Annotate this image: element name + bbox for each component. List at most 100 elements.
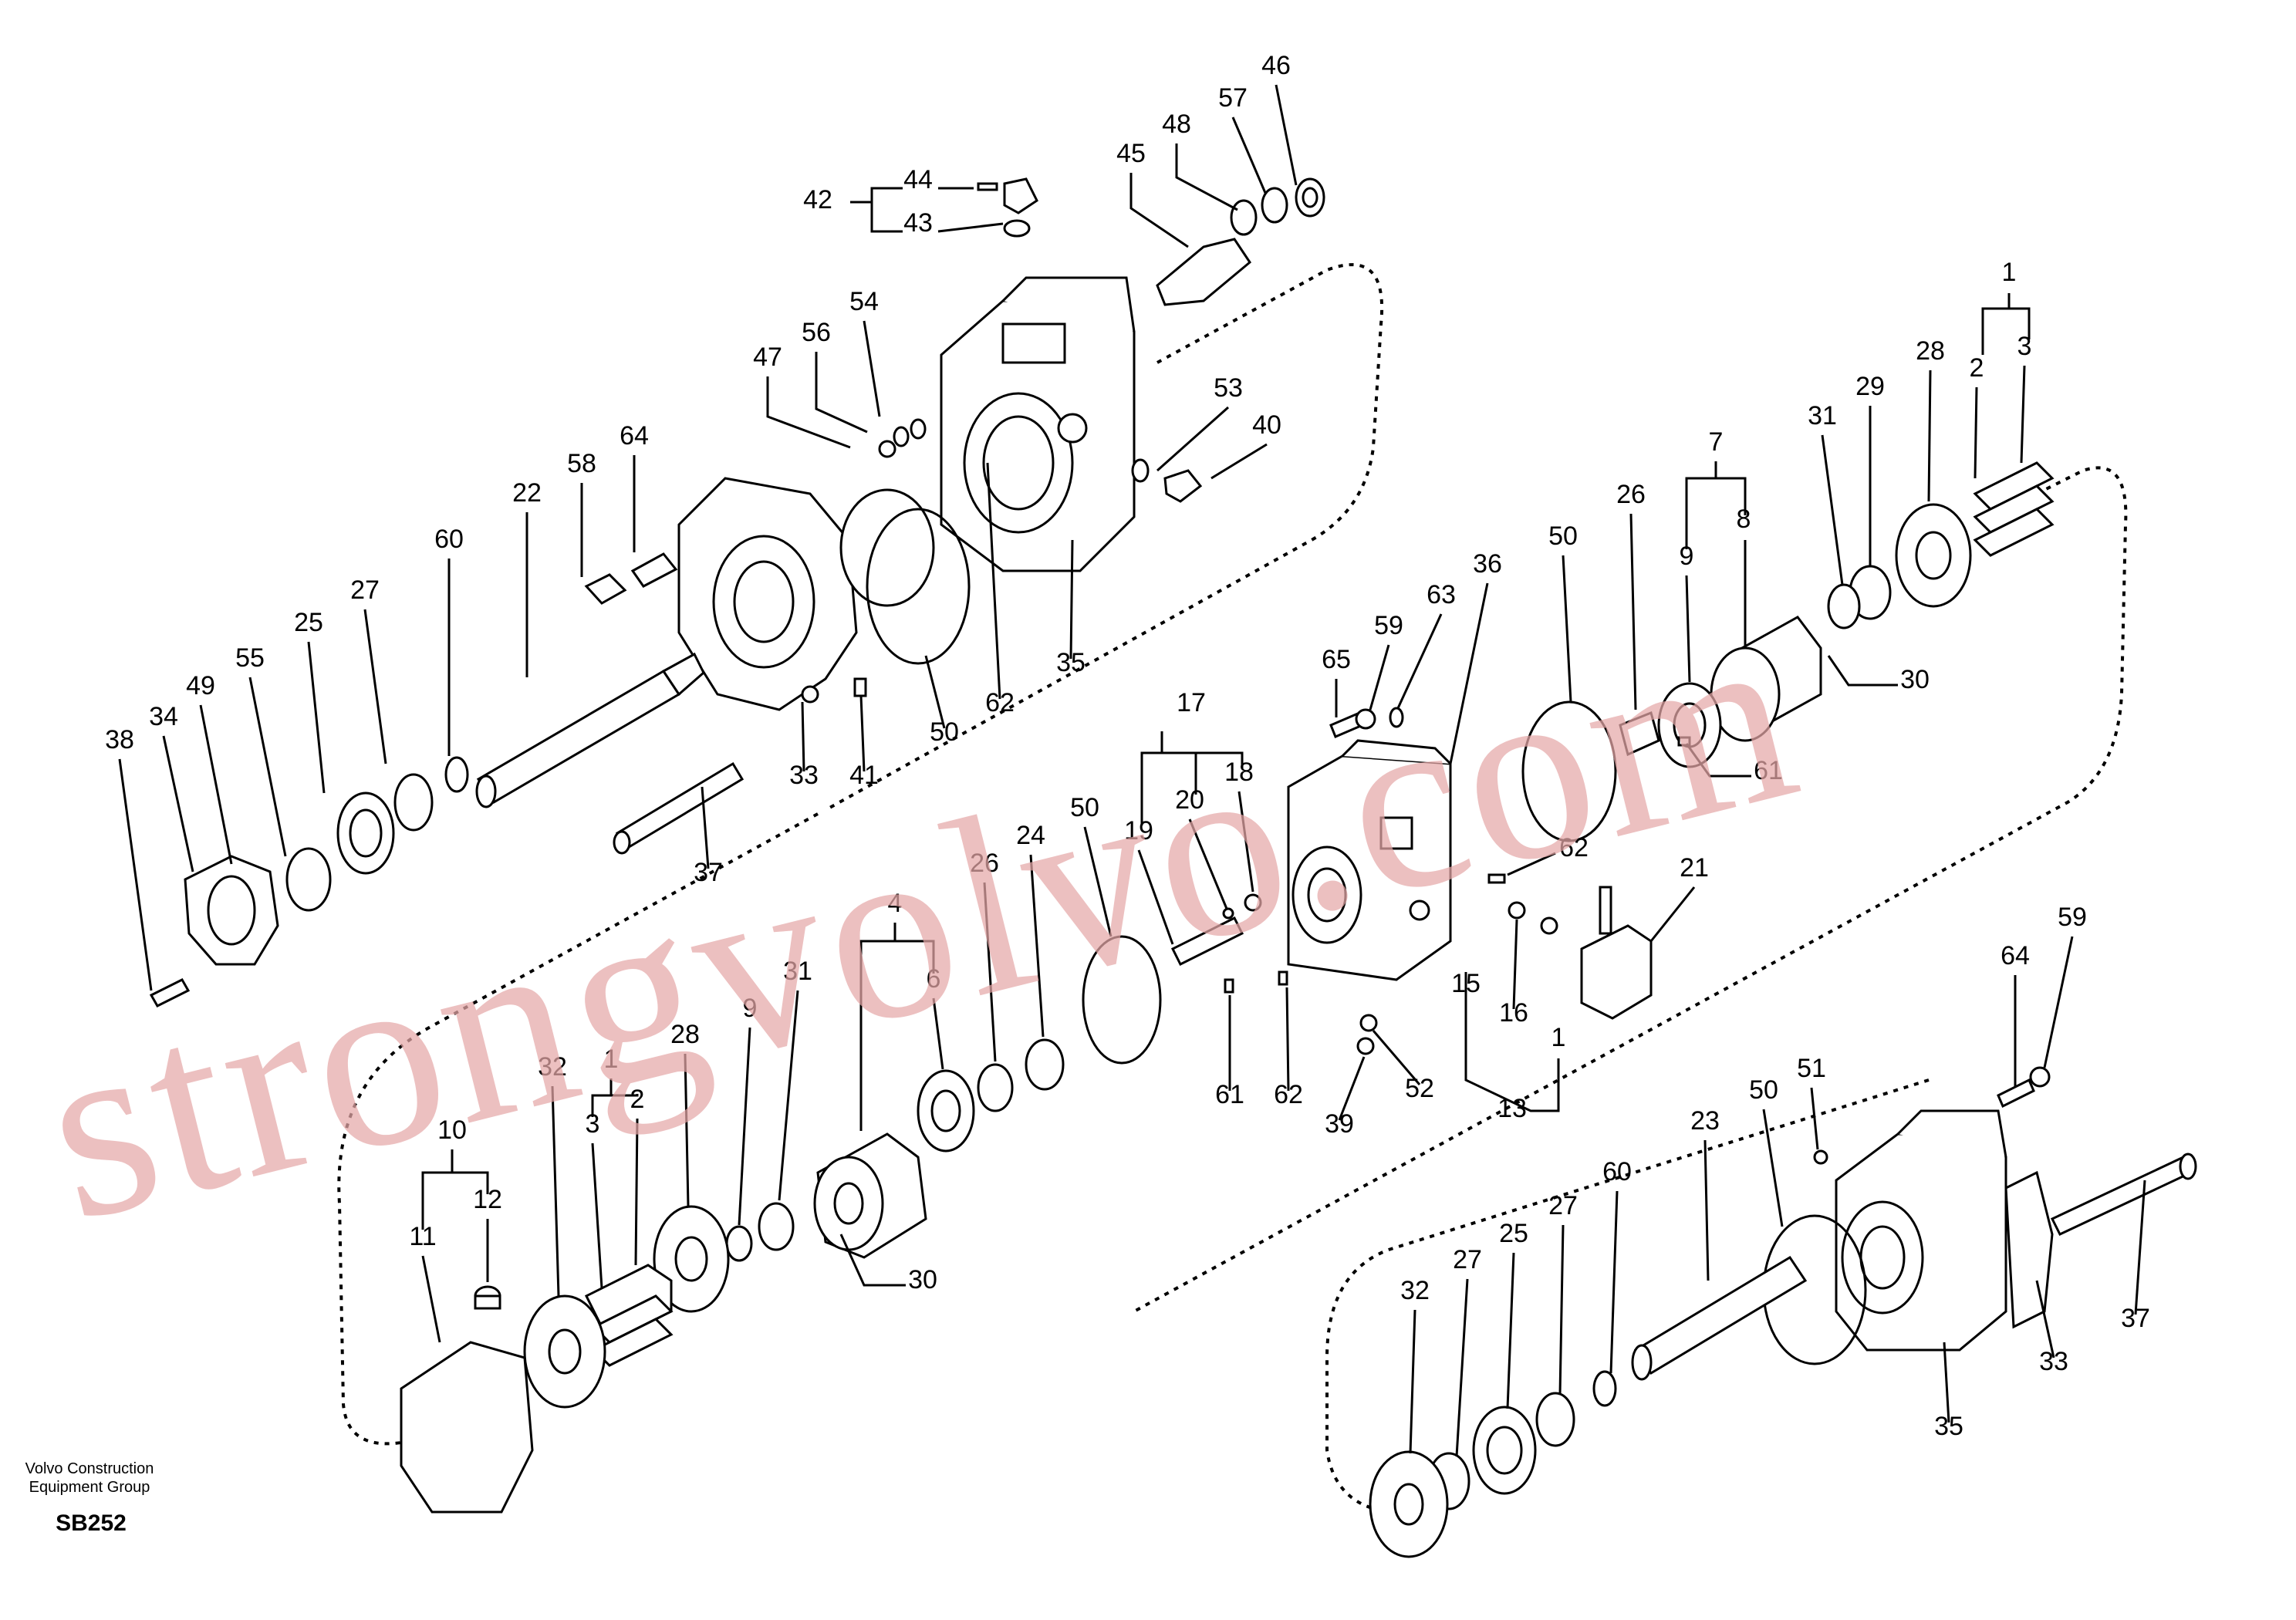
callout-50: 50 — [1749, 1075, 1778, 1105]
callout-62: 62 — [1274, 1080, 1303, 1109]
callout-27: 27 — [1548, 1191, 1578, 1220]
callout-32: 32 — [538, 1052, 567, 1082]
callout-62: 62 — [1559, 833, 1589, 862]
bearings-seals-left — [149, 508, 971, 1007]
callout-15: 15 — [1451, 969, 1481, 998]
callout-54: 54 — [849, 287, 879, 316]
swash-plate-and-pistons — [400, 1264, 674, 1514]
callout-16: 16 — [1499, 998, 1528, 1028]
callout-9: 9 — [1680, 542, 1694, 571]
callout-26: 26 — [1616, 480, 1646, 509]
callout-25: 25 — [1499, 1219, 1528, 1248]
callout-55: 55 — [235, 643, 265, 673]
callout-30: 30 — [1900, 665, 1930, 694]
relief-valve-assembly — [878, 177, 1325, 503]
callout-28: 28 — [670, 1020, 700, 1049]
callout-44: 44 — [903, 165, 933, 194]
callout-63: 63 — [1427, 580, 1456, 609]
callout-51: 51 — [1797, 1054, 1826, 1083]
callout-62: 62 — [985, 688, 1015, 717]
center-cylinder-block — [653, 893, 1378, 1313]
callout-30: 30 — [908, 1265, 937, 1294]
callout-52: 52 — [1405, 1074, 1434, 1103]
callout-41: 41 — [849, 761, 879, 790]
callout-32: 32 — [1400, 1276, 1430, 1305]
callout-53: 53 — [1214, 373, 1243, 403]
callout-49: 49 — [186, 671, 215, 700]
callout-13: 13 — [1497, 1094, 1527, 1123]
callout-60: 60 — [1602, 1157, 1632, 1186]
callout-31: 31 — [1808, 401, 1837, 430]
callout-38: 38 — [105, 725, 134, 754]
callout-6: 6 — [927, 964, 941, 994]
callout-61: 61 — [1215, 1080, 1244, 1109]
callout-34: 34 — [149, 702, 178, 731]
leader-lines — [118, 84, 2146, 1457]
callout-50: 50 — [1548, 521, 1578, 551]
callout-28: 28 — [1916, 336, 1945, 366]
callout-19: 19 — [1124, 816, 1153, 845]
callout-60: 60 — [434, 525, 464, 554]
callout-1: 1 — [604, 1045, 619, 1074]
callout-42: 42 — [803, 185, 832, 214]
right-rotating-group — [1521, 461, 2055, 842]
callout-59: 59 — [2058, 903, 2087, 932]
callout-11: 11 — [409, 1222, 436, 1251]
callout-7: 7 — [1709, 427, 1724, 457]
end-cover-plate — [677, 477, 935, 711]
callout-61: 61 — [1754, 756, 1783, 785]
center-valve-block — [1287, 707, 1653, 1020]
lower-right-pump-housing — [1369, 1066, 2197, 1558]
callout-10: 10 — [437, 1115, 467, 1145]
callout-4: 4 — [888, 889, 903, 918]
callout-43: 43 — [903, 208, 933, 238]
upper-pump-housing — [940, 276, 1136, 572]
footer-company-line2: Equipment Group — [29, 1479, 150, 1496]
callout-25: 25 — [294, 608, 323, 637]
footer-company-line1: Volvo Construction — [25, 1460, 154, 1477]
callout-22: 22 — [512, 478, 542, 508]
callout-27: 27 — [1453, 1245, 1482, 1274]
callout-23: 23 — [1690, 1106, 1720, 1136]
callout-1: 1 — [2002, 258, 2017, 287]
callout-45: 45 — [1116, 139, 1146, 168]
callout-17: 17 — [1177, 688, 1206, 717]
callout-47: 47 — [753, 343, 782, 372]
callout-57: 57 — [1218, 83, 1248, 113]
callout-27: 27 — [350, 575, 380, 605]
callout-36: 36 — [1473, 549, 1502, 579]
part-callout-labels: 4657484544424354564753405864226027255549… — [105, 51, 2150, 1441]
footer-diagram-code: SB252 — [56, 1510, 127, 1536]
callout-8: 8 — [1737, 505, 1751, 534]
callout-12: 12 — [473, 1185, 502, 1214]
callout-59: 59 — [1374, 611, 1403, 640]
callout-48: 48 — [1162, 110, 1191, 139]
callout-40: 40 — [1252, 410, 1281, 440]
callout-50: 50 — [930, 717, 959, 747]
callout-3: 3 — [586, 1109, 600, 1139]
callout-3: 3 — [2017, 332, 2032, 361]
callout-56: 56 — [802, 318, 831, 347]
callout-33: 33 — [789, 761, 819, 790]
callout-37: 37 — [694, 858, 723, 887]
callout-26: 26 — [970, 849, 999, 878]
callout-64: 64 — [2001, 941, 2030, 970]
callout-50: 50 — [1070, 793, 1099, 822]
callout-39: 39 — [1325, 1109, 1354, 1139]
callout-2: 2 — [1970, 353, 1984, 383]
callout-37: 37 — [2121, 1304, 2150, 1333]
assembly-dashed-outline — [337, 263, 2128, 1514]
callout-9: 9 — [743, 994, 758, 1023]
drive-shaft-upper — [475, 552, 745, 855]
callout-20: 20 — [1175, 785, 1204, 815]
callout-33: 33 — [2039, 1347, 2068, 1376]
callout-2: 2 — [630, 1085, 645, 1114]
callout-18: 18 — [1224, 758, 1254, 787]
callout-31: 31 — [783, 957, 812, 986]
callout-58: 58 — [567, 449, 596, 478]
callout-21: 21 — [1680, 853, 1709, 883]
callout-65: 65 — [1322, 645, 1351, 674]
callout-24: 24 — [1016, 821, 1045, 850]
callout-35: 35 — [1056, 648, 1086, 677]
